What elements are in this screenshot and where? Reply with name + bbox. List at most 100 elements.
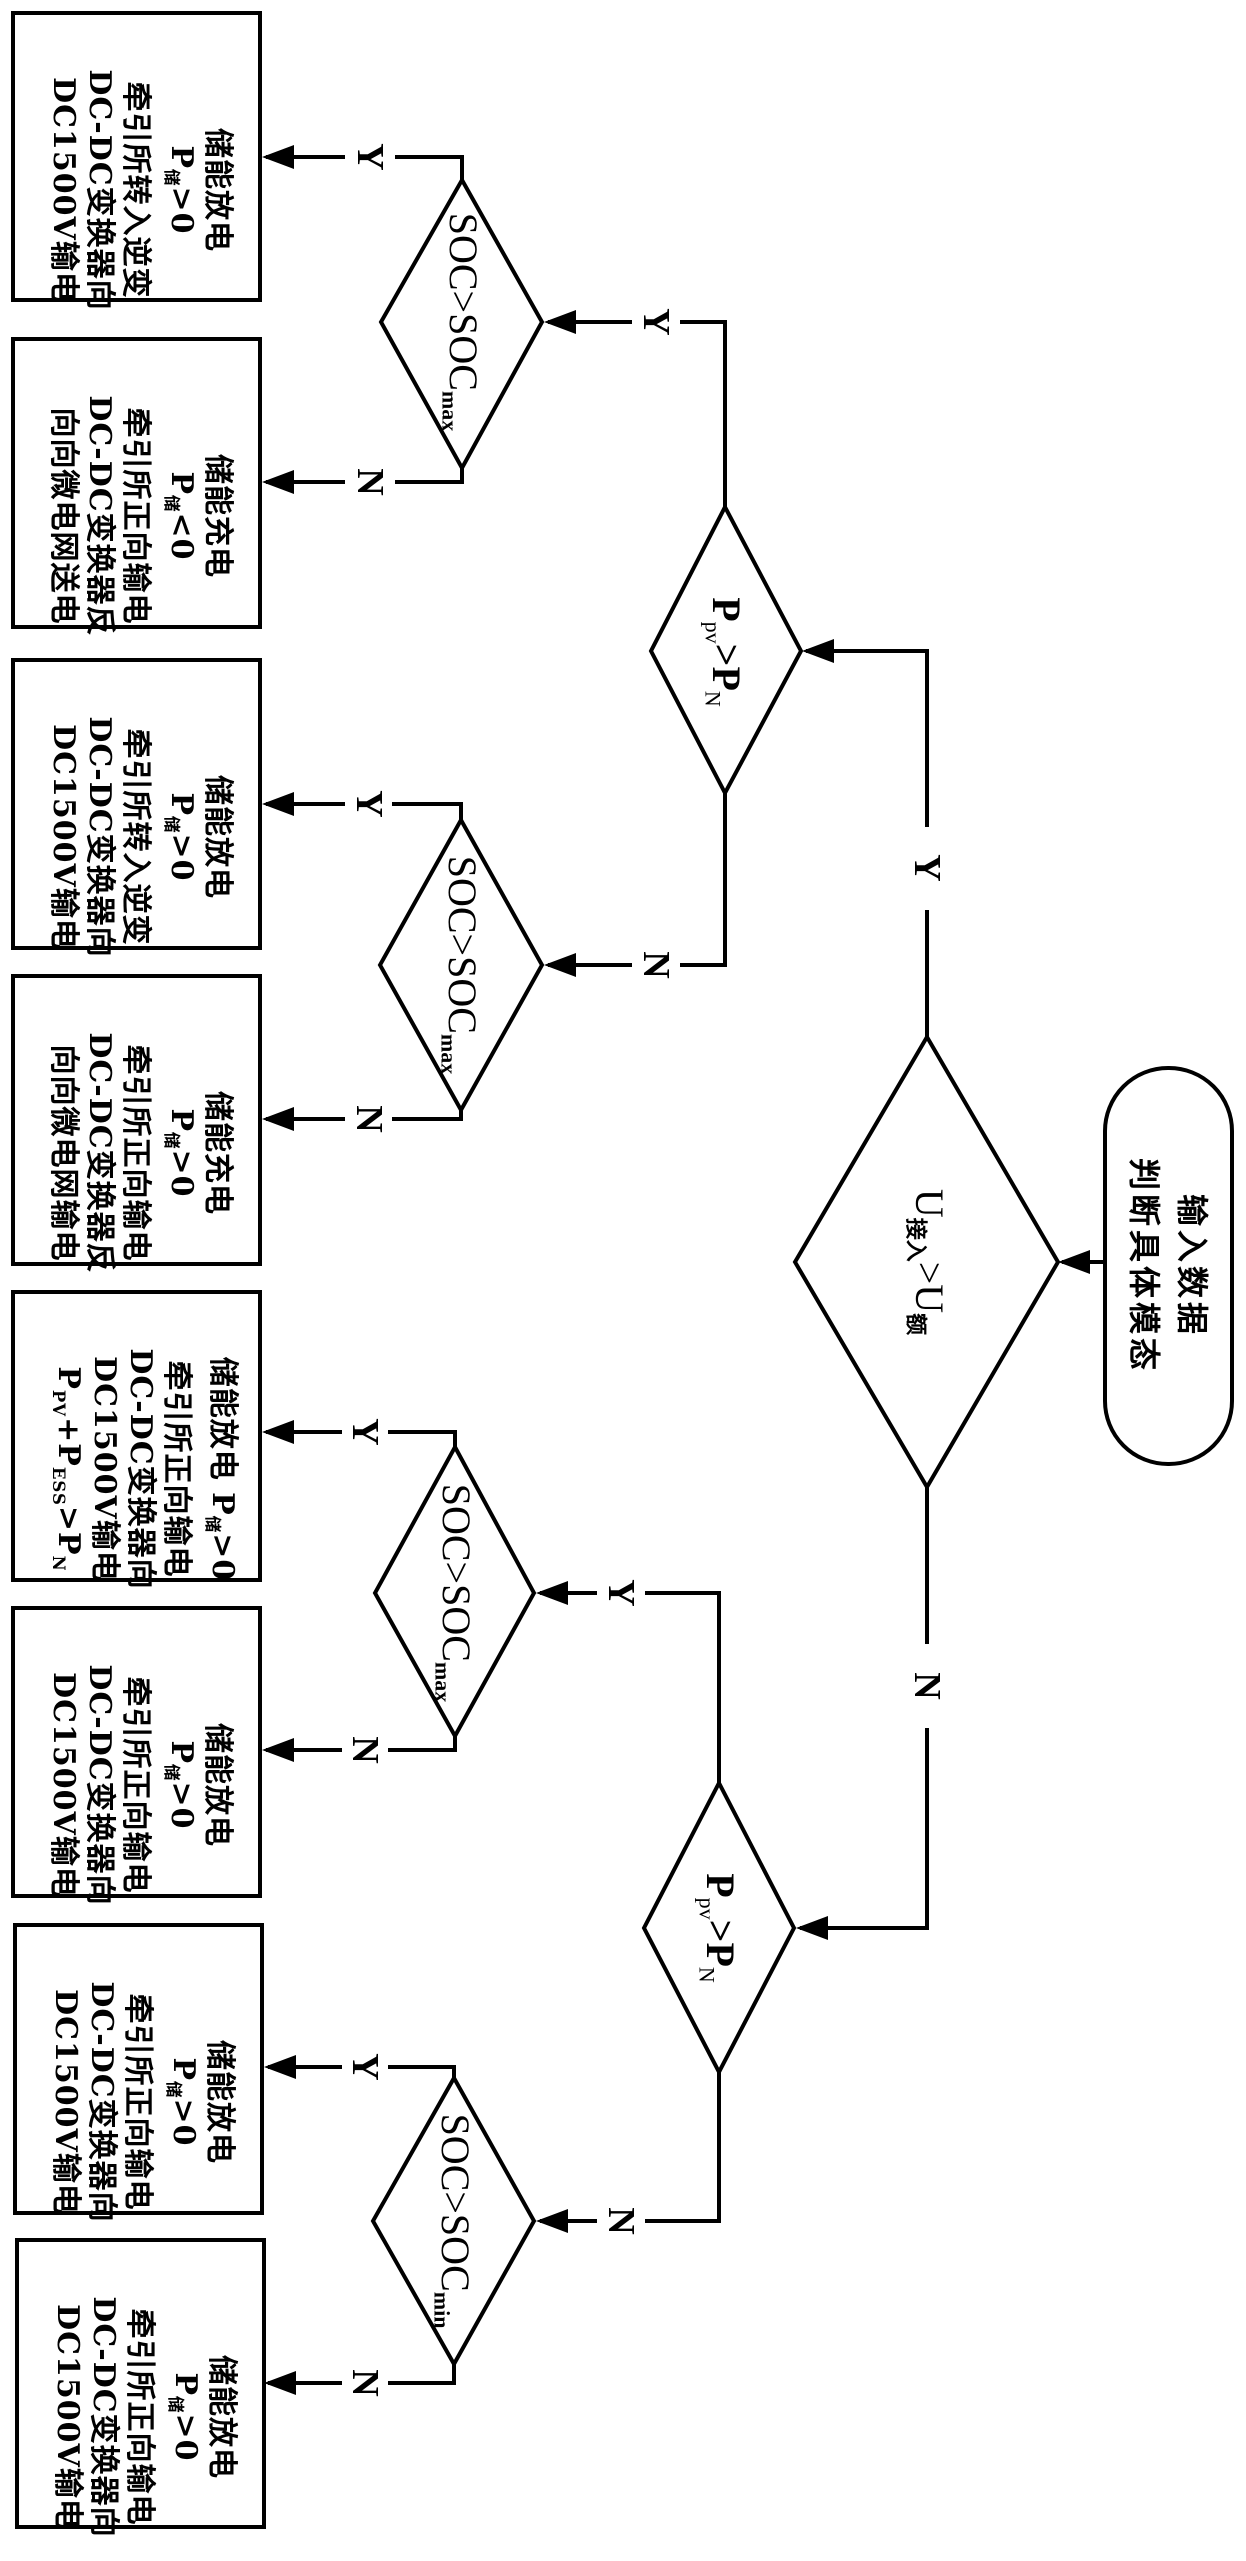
branch-label-ppv-upper-yes: Y [635,302,677,342]
ppv-lower-op: >P [698,1919,744,1967]
outcome-relation: >0 [167,2413,203,2462]
outcome-line: P储>0 [153,1108,199,1197]
outcome-subscript: 储 [161,1763,181,1782]
connector-soc4-yes [388,2065,456,2078]
outcome-box-1 [11,11,262,302]
outcome-text: DC-DC变换器向 [81,68,117,311]
outcome-relation: +P [50,1416,86,1467]
outcome-line: DC1500V输电 [47,1989,83,2215]
ppv-lower-sub: pv [694,1897,720,1920]
branch-label-soc2-yes: Y [348,784,390,824]
main-cond-u: U [906,1188,952,1218]
outcome-line: 牵引所转入逆变 [117,728,153,945]
outcome-line: 储能放电 [198,1723,234,1847]
decision-soc4-label: SOC>SOCmin [430,2096,479,2346]
outcome-relation: >0 [165,2098,201,2147]
outcome-line: DC-DC变换器向 [85,2296,121,2537]
outcome-line: 牵引所正向输电 [121,2308,157,2525]
outcome-box-3 [11,658,262,950]
connector-ppv-upper-no [680,793,727,967]
soc2-sub: max [436,1033,462,1075]
outcome-text: 储能放电 [199,1722,235,1847]
outcome-text: 牵引所正向输电 [117,1676,153,1893]
outcome-line: 牵引所正向输电 [119,1993,155,2210]
outcome-line: DC1500V输电 [86,1356,122,1582]
outcome-line: P储>0 [153,145,199,234]
outcome-relation: <0 [163,512,199,561]
outcome-text: P [50,1365,86,1390]
outcome-line: 储能放电 [198,128,234,252]
outcome-text: 牵引所正向输电 [158,1360,194,1577]
connector-soc3-no [388,1736,457,1752]
outcome-text: 牵引所转入逆变 [117,728,153,945]
outcome-subscript: PV [48,1389,68,1417]
outcome-box-7 [13,1923,264,2215]
outcome-text: 储能放电 [203,2354,239,2479]
outcome-line: 储能充电 [198,454,234,578]
outcome-text: DC-DC变换器向 [85,2295,121,2538]
outcome-line: DC1500V输电 [49,2304,85,2530]
connector-soc1-yes [395,155,464,180]
outcome-text: DC1500V输电 [45,723,81,950]
ppv-upper-sub: pv [700,621,726,644]
outcome-power-symbol: P [163,1107,199,1132]
outcome-text: 储能放电 P [204,1356,240,1516]
outcome-relation: >P [50,1505,86,1556]
outcome-power-symbol: P [165,2056,201,2081]
outcome-line: DC1500V输电 [45,1672,81,1898]
outcome-text: 储能充电 [199,1090,235,1215]
outcome-text: DC-DC变换器反 [81,394,117,637]
outcome-line: DC-DC变换器向 [81,69,117,310]
soc3-cond: SOC>SOC [434,1483,480,1662]
connector-ppv-upper-yes [680,320,727,507]
connector-soc2-yes [392,802,463,820]
outcome-box-8 [15,2238,266,2529]
outcome-box-5 [11,1290,262,1582]
outcome-text: 储能放电 [199,774,235,899]
outcome-line: 牵引所正向输电 [158,1360,194,1577]
outcome-subscript: 储 [163,2080,183,2099]
branch-label-soc3-no: N [344,1730,386,1770]
decision-ppv-lower-label: Ppv>PN [694,1848,744,2008]
outcome-subscript: 储 [161,1131,181,1150]
outcome-line: DC-DC变换器向 [83,1981,119,2222]
soc1-cond: SOC>SOC [441,212,487,391]
soc4-cond: SOC>SOC [433,2113,479,2292]
outcome-text: DC1500V输电 [47,1988,83,2215]
outcome-text: 向向微电网送电 [45,407,81,624]
outcome-line: P储>0 [157,2372,203,2461]
outcome-text: DC-DC变换器反 [81,1031,117,1274]
ppv-lower-p: P [698,1873,744,1898]
connector-main-no-2 [796,1728,929,1940]
outcome-text: 牵引所正向输电 [117,407,153,624]
main-cond-op: >U [906,1261,952,1314]
outcome-text: 牵引所转入逆变 [117,81,153,298]
branch-label-main-yes: Y [906,848,948,888]
outcome-line: P储>0 [153,792,199,881]
outcome-line: 向向微电网送电 [45,407,81,624]
outcome-text: 牵引所正向输电 [117,1044,153,1261]
branch-label-soc4-yes: Y [344,2047,386,2087]
outcome-line: DC-DC变换器向 [81,716,117,957]
outcome-line: 牵引所正向输电 [117,407,153,624]
outcome-line: DC-DC变换器向 [122,1348,158,1589]
ppv-upper-p: P [704,597,750,622]
outcome-line: 储能放电 [200,2040,236,2164]
outcome-text: DC1500V输电 [45,1671,81,1898]
outcome-box-2 [11,337,262,629]
branch-label-soc1-no: N [349,462,391,502]
outcome-power-symbol: P [163,791,199,816]
outcome-text: 向向微电网输电 [45,1044,81,1261]
decision-soc1-label: SOC>SOCmax [438,197,487,447]
outcome-line: 向向微电网输电 [45,1044,81,1261]
connector-ppv-lower-yes [645,1591,721,1783]
outcome-power-symbol: P [167,2371,203,2396]
outcome-power-symbol: P [163,1739,199,1764]
outcome-relation: >0 [163,1149,199,1198]
ppv-upper-op: >P [704,643,750,691]
